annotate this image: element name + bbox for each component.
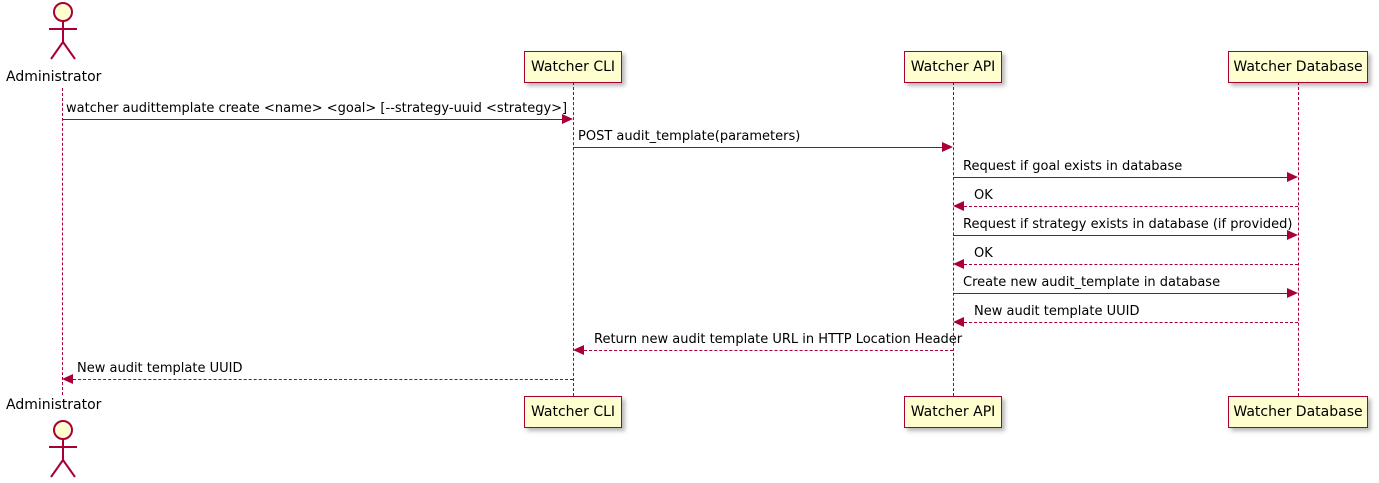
message-line-5	[953, 235, 1287, 236]
participant-box-watcher-cli-bottom[interactable]: Watcher CLI	[524, 396, 622, 428]
message-label-2: POST audit_template(parameters)	[578, 129, 801, 144]
actor-figure-administrator-bottom	[49, 420, 77, 478]
participant-box-watcher-api-bottom[interactable]: Watcher API	[904, 396, 1002, 428]
message-arrowhead-4	[953, 201, 964, 211]
message-label-8: New audit template UUID	[974, 304, 1140, 319]
participant-box-watcher-cli-top[interactable]: Watcher CLI	[524, 51, 622, 83]
actor-label-administrator-bottom: Administrator	[6, 397, 102, 413]
message-line-7	[953, 293, 1287, 294]
message-label-9: Return new audit template URL in HTTP Lo…	[594, 332, 963, 347]
message-label-3: Request if goal exists in database	[963, 159, 1183, 174]
participant-box-watcher-api-top[interactable]: Watcher API	[904, 51, 1002, 83]
message-label-7: Create new audit_template in database	[963, 275, 1221, 290]
message-arrowhead-10	[62, 374, 73, 384]
message-arrowhead-8	[953, 317, 964, 327]
participant-box-watcher-database-top[interactable]: Watcher Database	[1228, 51, 1368, 83]
message-arrowhead-1	[562, 114, 573, 124]
message-line-1	[62, 119, 562, 120]
participant-label-watcher-api-bottom: Watcher API	[910, 404, 996, 420]
lifeline-administrator	[62, 88, 63, 395]
message-label-1: watcher audittemplate create <name> <goa…	[66, 101, 568, 116]
message-arrowhead-9	[573, 345, 584, 355]
message-arrowhead-6	[953, 259, 964, 269]
message-arrowhead-2	[942, 142, 953, 152]
message-label-10: New audit template UUID	[77, 361, 243, 376]
participant-label-watcher-cli-bottom: Watcher CLI	[530, 404, 616, 420]
participant-label-watcher-database-top: Watcher Database	[1233, 59, 1363, 75]
lifeline-watcher-api	[953, 82, 954, 396]
lifeline-watcher-cli	[573, 82, 574, 396]
message-line-8	[964, 322, 1298, 323]
message-label-6: OK	[974, 246, 993, 261]
message-label-4: OK	[974, 188, 993, 203]
actor-label-administrator-top: Administrator	[6, 69, 102, 85]
message-arrowhead-7	[1287, 288, 1298, 298]
lifeline-watcher-database	[1298, 82, 1299, 396]
participant-box-watcher-database-bottom[interactable]: Watcher Database	[1228, 396, 1368, 428]
message-label-5: Request if strategy exists in database (…	[963, 217, 1293, 232]
message-arrowhead-3	[1287, 172, 1298, 182]
participant-label-watcher-database-bottom: Watcher Database	[1233, 404, 1363, 420]
actor-figure-administrator-top	[49, 2, 77, 60]
message-line-3	[953, 177, 1287, 178]
message-line-4	[964, 206, 1298, 207]
message-line-10	[73, 379, 573, 380]
message-arrowhead-5	[1287, 230, 1298, 240]
message-line-9	[584, 350, 953, 351]
message-line-6	[964, 264, 1298, 265]
participant-label-watcher-cli-top: Watcher CLI	[530, 59, 616, 75]
participant-label-watcher-api-top: Watcher API	[910, 59, 996, 75]
message-line-2	[573, 147, 942, 148]
